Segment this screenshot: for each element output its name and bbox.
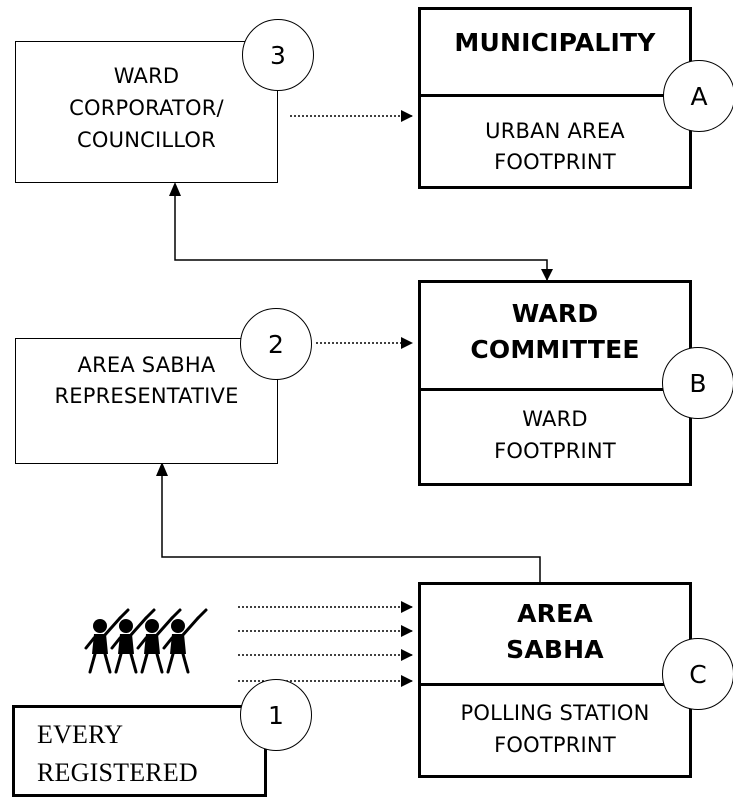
- area-sabha-rep-line-2: REPRESENTATIVE: [54, 384, 239, 408]
- ward-committee-footprint-line-2: FOOTPRINT: [494, 439, 616, 463]
- municipality-title: MUNICIPALITY: [454, 28, 656, 57]
- arrow-area-sabha-to-rep: [161, 472, 541, 582]
- badge-2: 2: [240, 308, 312, 380]
- crowd-icon: [84, 608, 208, 674]
- ward-corporator-box: WARD CORPORATOR/ COUNCILLOR: [15, 41, 278, 183]
- area-sabha-footprint-line-1: POLLING STATION: [460, 701, 650, 725]
- ward-committee-title-line-2: COMMITTEE: [470, 335, 640, 364]
- every-registered-box: EVERY REGISTERED: [12, 705, 267, 797]
- area-sabha-rep-box: AREA SABHA REPRESENTATIVE: [15, 338, 278, 464]
- area-sabha-title-line-1: AREA: [517, 599, 593, 628]
- badge-3: 3: [242, 19, 314, 91]
- badge-c: C: [662, 638, 733, 710]
- area-sabha-footprint-line-2: FOOTPRINT: [494, 733, 616, 757]
- area-sabha-box: AREA SABHA POLLING STATION FOOTPRINT: [418, 582, 692, 778]
- municipality-footprint-line-1: URBAN AREA: [485, 119, 625, 143]
- badge-b: B: [662, 347, 733, 419]
- every-registered-line-1: EVERY: [37, 720, 124, 749]
- municipality-divider: [421, 94, 689, 97]
- municipality-footprint-line-2: FOOTPRINT: [494, 150, 616, 174]
- ward-corporator-line-1: WARD: [113, 64, 180, 88]
- ward-corporator-line-2: CORPORATOR/: [69, 96, 224, 120]
- ward-committee-footprint-line-1: WARD: [522, 407, 588, 431]
- area-sabha-divider: [421, 683, 689, 686]
- area-sabha-rep-line-1: AREA SABHA: [77, 353, 216, 377]
- area-sabha-title-line-2: SABHA: [506, 635, 604, 664]
- ward-committee-title-line-1: WARD: [511, 299, 599, 328]
- arrow-corporator-ward-committee: [174, 192, 553, 281]
- every-registered-line-2: REGISTERED: [37, 758, 198, 787]
- ward-committee-divider: [421, 388, 689, 391]
- ward-corporator-line-3: COUNCILLOR: [77, 128, 216, 152]
- municipality-box: MUNICIPALITY URBAN AREA FOOTPRINT: [418, 7, 692, 189]
- badge-a: A: [663, 60, 733, 132]
- ward-committee-box: WARD COMMITTEE WARD FOOTPRINT: [418, 280, 692, 486]
- badge-1: 1: [240, 679, 312, 751]
